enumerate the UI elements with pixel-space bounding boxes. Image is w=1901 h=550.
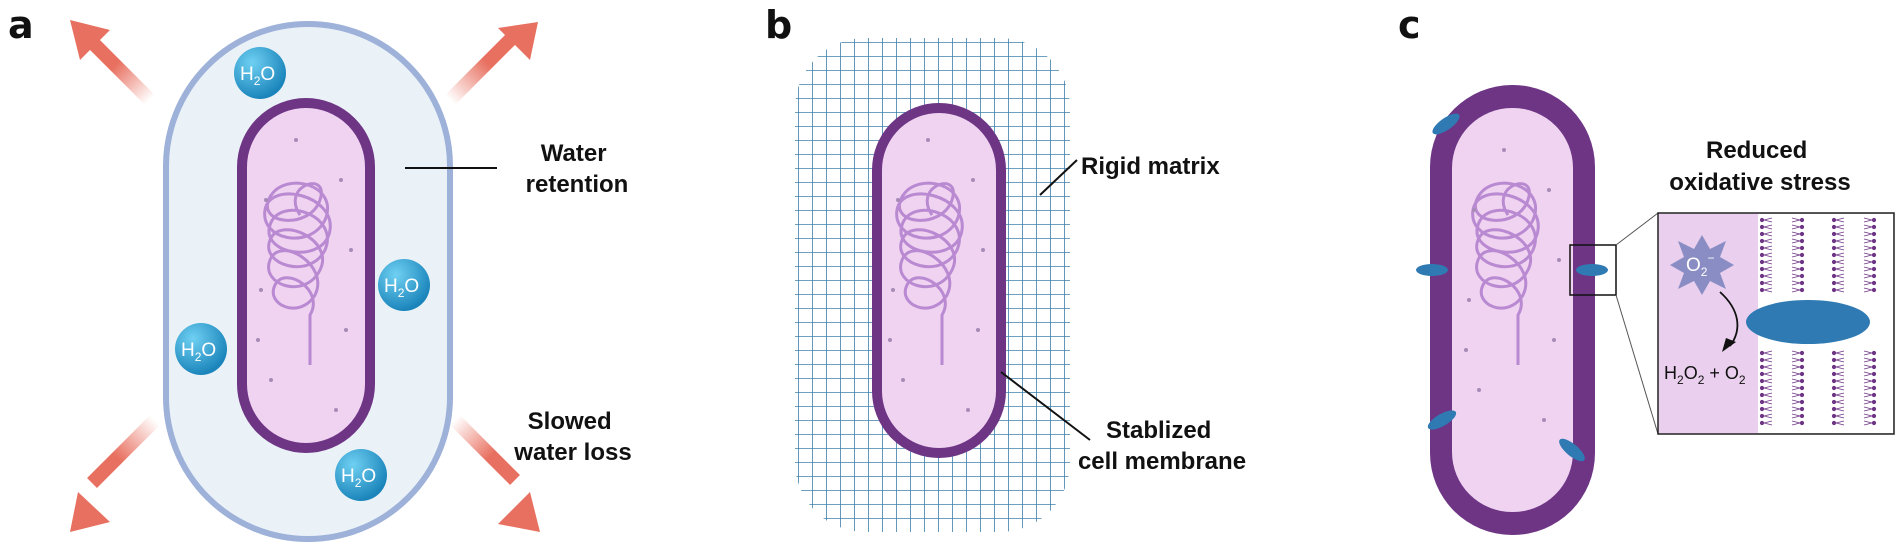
zoom-line-bottom [1615,294,1659,435]
water-loss-arrow-top-left [70,20,155,105]
panel-b-letter: b [765,3,792,47]
water-molecule-1: H2O [234,47,286,99]
membrane-inset [1657,212,1895,435]
bacterial-cell-b [872,103,1006,458]
membrane-protein [1416,264,1448,276]
svg-text:H2O: H2O [240,64,275,88]
reaction-products: H2O2 + O2 [1664,363,1746,387]
panel-c: c O2− [1398,3,1895,535]
water-loss-arrow-bottom-left [70,415,160,532]
water-loss-arrow-top-right [445,22,538,105]
svg-text:H2O: H2O [341,466,376,490]
zoom-line-top [1615,212,1659,246]
superoxide-radical: O2− [1670,235,1734,295]
zoom-box [1569,244,1617,296]
panel-c-letter: c [1398,3,1421,47]
bacterial-cell-a [237,98,375,453]
membrane-protein [1432,113,1460,135]
water-molecule-4: H2O [335,449,387,501]
rigid-matrix-label: Rigid matrix [1081,153,1220,180]
svg-text:H2O: H2O [384,276,419,300]
reaction-arrowhead [1722,338,1736,352]
water-loss-arrow-bottom-right [450,415,540,532]
panel-a: a H2O [8,3,632,542]
svg-text:O2−: O2− [1686,251,1714,279]
bacterial-cell-c [1430,85,1595,535]
water-retention-label: Water retention [526,140,629,198]
slowed-water-loss-label: Slowed water loss [513,408,631,466]
inset-membrane-protein [1746,300,1870,344]
panel-b: b Rigid matrix Stablized cell membrane [765,3,1246,532]
svg-text:H2O: H2O [181,340,216,364]
membrane-leader [1000,371,1091,441]
water-molecule-3: H2O [175,323,227,375]
panel-a-letter: a [8,3,34,47]
membrane-protein [1576,264,1608,276]
membrane-protein [1427,410,1457,430]
membrane-protein [1559,438,1585,462]
water-molecule-2: H2O [378,259,430,311]
stabilized-membrane-label: Stablized cell membrane [1078,417,1246,475]
rigid-matrix-leader [1039,159,1078,196]
reduced-oxidative-stress-label: Reduced oxidative stress [1669,137,1850,196]
